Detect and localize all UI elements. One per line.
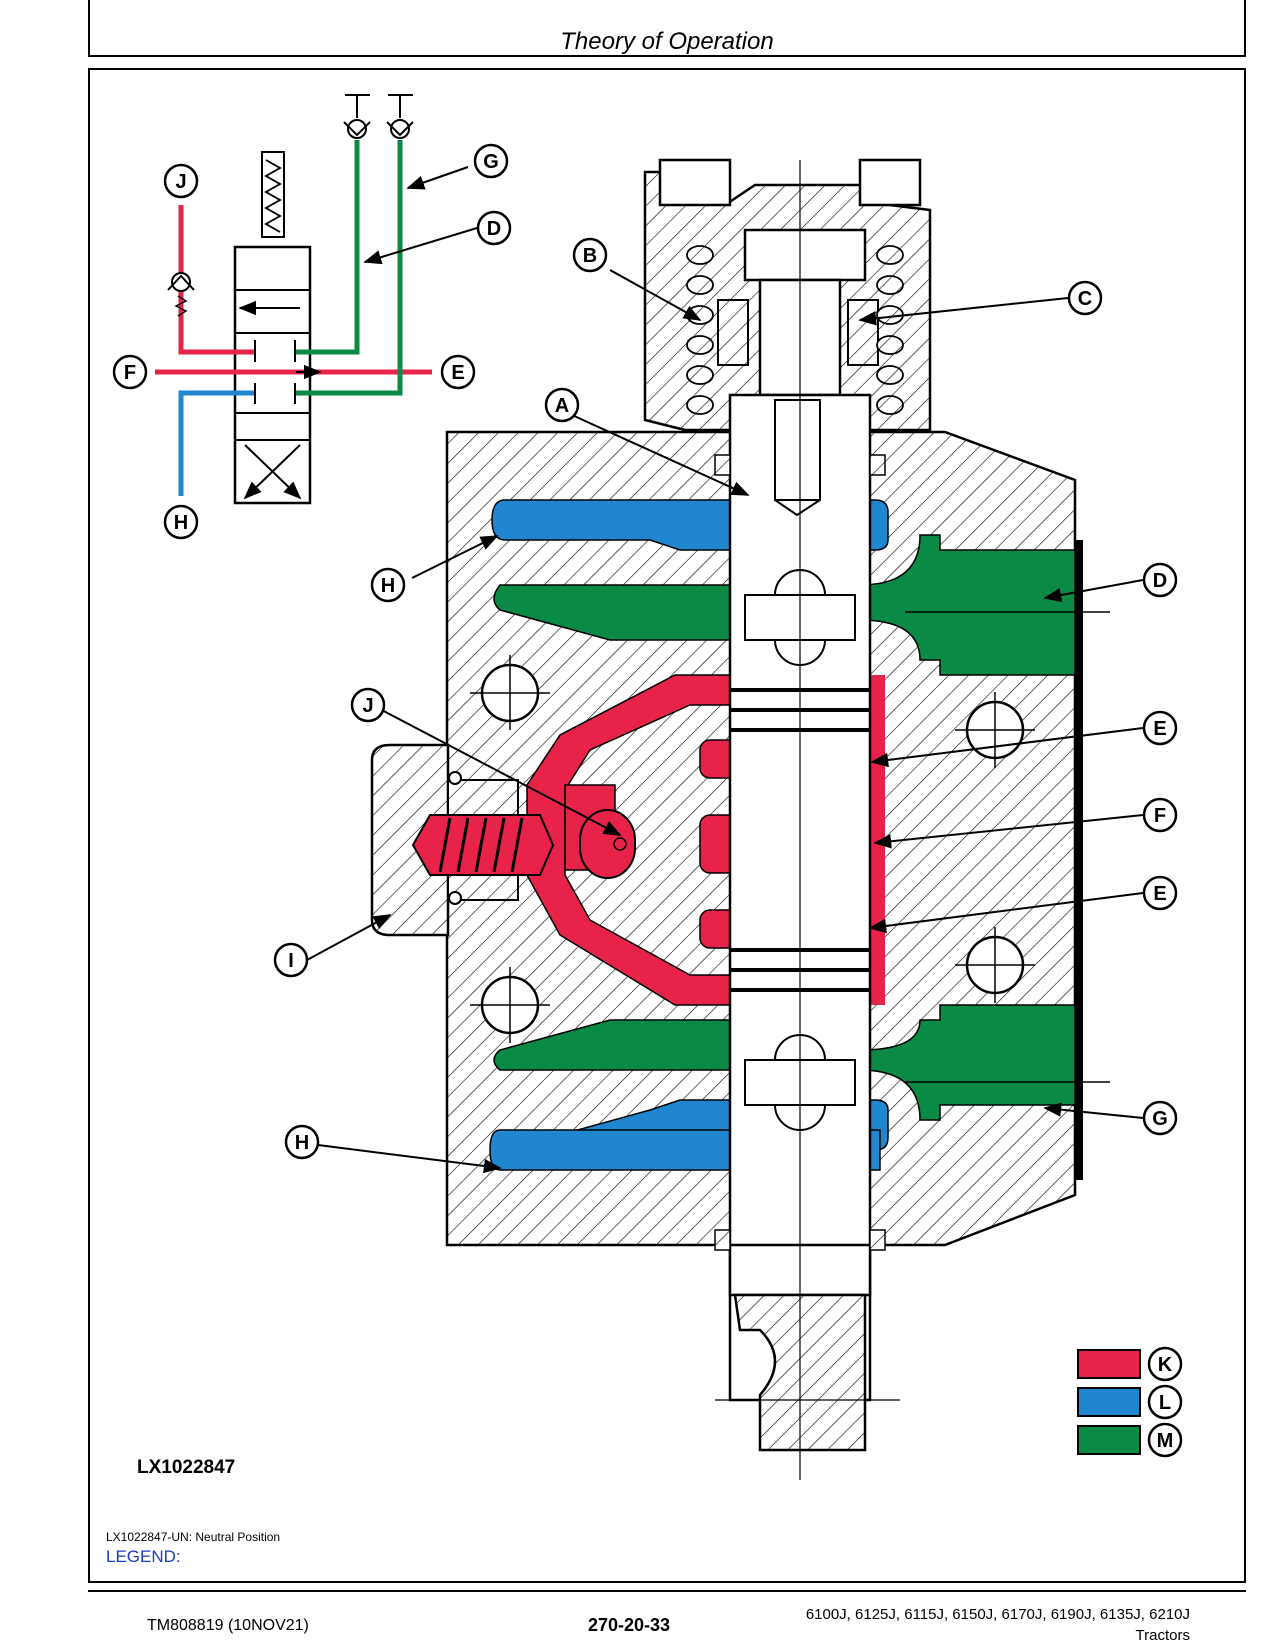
callout-g: G (1152, 1108, 1168, 1130)
legend-swatch-l (1077, 1387, 1141, 1417)
figure-frame (88, 68, 1246, 1583)
hydraulic-schematic (155, 94, 432, 505)
footer-models: 6100J, 6125J, 6115J, 6150J, 6170J, 6190J… (760, 1604, 1190, 1646)
legend-label-k: K (1158, 1354, 1173, 1376)
callout-h-lower: H (295, 1132, 309, 1154)
legend-swatch-m (1077, 1425, 1141, 1455)
figure-caption: LX1022847-UN: Neutral Position (106, 1530, 281, 1544)
callout-b: B (583, 245, 597, 267)
callout-e-upper: E (1153, 718, 1166, 740)
footer-models-line2: Tractors (1135, 1627, 1190, 1644)
page-title: Theory of Operation (560, 28, 774, 55)
legend-swatch-k (1077, 1349, 1141, 1379)
footer-manual-number: TM808819 (10NOV21) (147, 1617, 309, 1634)
legend-label-m: M (1157, 1430, 1174, 1452)
callout-j: J (362, 695, 373, 717)
callout-d: D (1153, 570, 1167, 592)
callout-f: F (1154, 805, 1166, 827)
legend-label-l: L (1159, 1392, 1171, 1414)
callout-e-schematic: E (451, 362, 464, 384)
callout-d-schematic: D (487, 218, 501, 240)
footer-page-number: 270-20-33 (588, 1615, 671, 1635)
callout-i: I (288, 950, 294, 972)
callout-j-schematic: J (175, 171, 186, 193)
callout-h-upper: H (381, 575, 395, 597)
footer-divider (88, 1590, 1246, 1592)
callout-f-schematic: F (124, 362, 136, 384)
callout-h-schematic: H (174, 512, 188, 534)
legend-heading: LEGEND: (106, 1547, 181, 1566)
callout-g-schematic: G (483, 151, 499, 173)
leader-lines (306, 166, 1144, 1174)
header-frame (88, 0, 1246, 57)
callout-a: A (555, 395, 569, 417)
callout-c: C (1078, 288, 1092, 310)
color-legend (1077, 1349, 1141, 1455)
figure-id: LX1022847 (137, 1457, 236, 1478)
callout-e-lower: E (1153, 883, 1166, 905)
callouts (112, 143, 1183, 1458)
footer-models-line1: 6100J, 6125J, 6115J, 6150J, 6170J, 6190J… (805, 1606, 1190, 1623)
